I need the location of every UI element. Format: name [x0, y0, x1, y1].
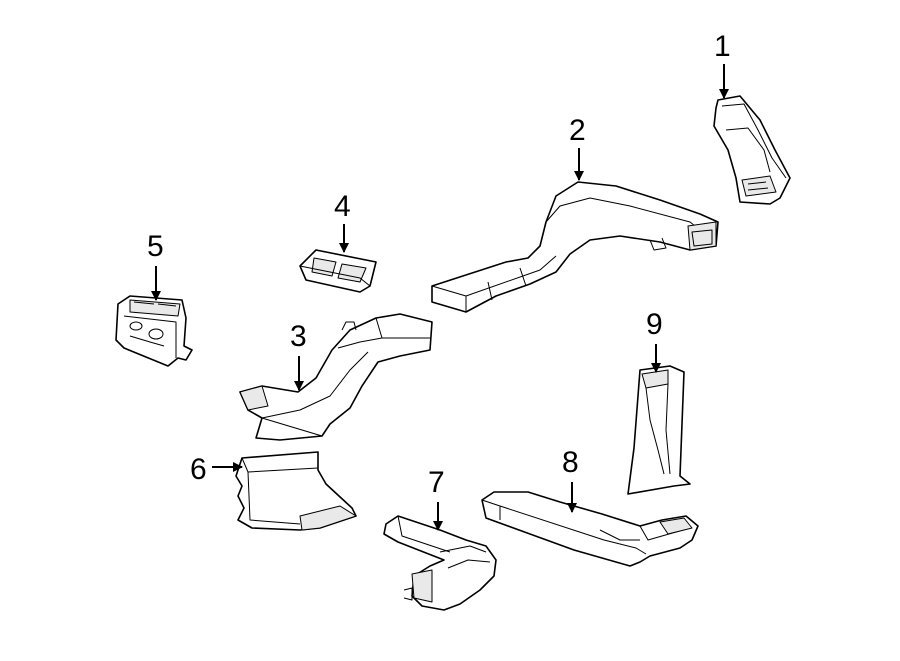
callout-6: 6 — [190, 453, 243, 486]
callout-5: 5 — [147, 230, 164, 301]
part-1-duct — [713, 95, 791, 205]
part-5-housing — [115, 295, 193, 367]
callout-3: 3 — [290, 320, 307, 391]
callout-7: 7 — [428, 466, 445, 531]
part-3-duct — [239, 313, 433, 441]
part-4-register — [299, 249, 377, 293]
callout-9: 9 — [646, 308, 663, 373]
callout-number: 3 — [290, 320, 307, 353]
part-7-duct — [383, 515, 497, 611]
callout-number: 9 — [646, 308, 663, 341]
callout-4: 4 — [334, 190, 351, 253]
callout-number: 6 — [190, 453, 207, 486]
part-2-duct — [431, 181, 719, 313]
callout-number: 4 — [334, 190, 351, 223]
part-6-duct — [235, 451, 357, 531]
callout-number: 2 — [569, 114, 586, 147]
callout-number: 1 — [714, 30, 731, 63]
callout-number: 8 — [562, 446, 579, 479]
part-8-duct — [481, 491, 699, 567]
callout-2: 2 — [569, 114, 586, 181]
callout-number: 5 — [147, 230, 164, 263]
callout-8: 8 — [562, 446, 579, 513]
callout-number: 7 — [428, 466, 445, 499]
callout-1: 1 — [714, 30, 731, 99]
part-9-duct — [627, 365, 691, 495]
